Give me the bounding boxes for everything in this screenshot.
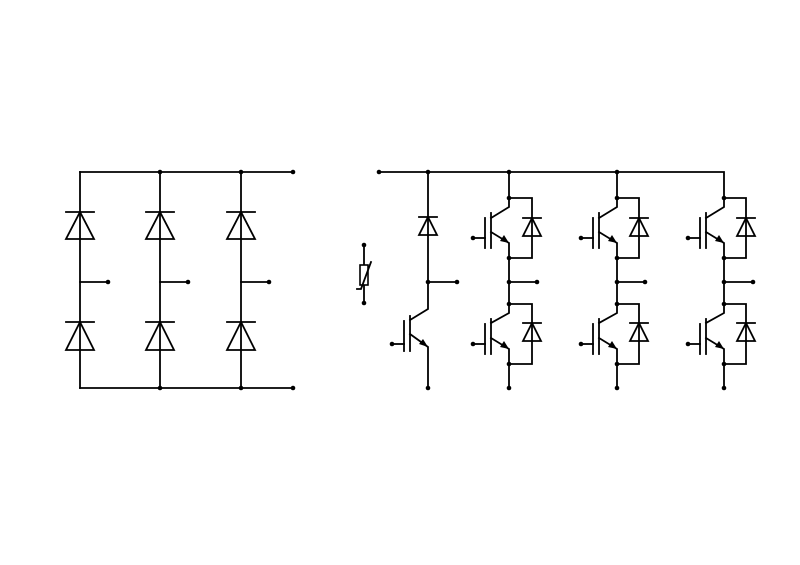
ac-input-terminal-1 <box>105 279 111 285</box>
antiparallel-diode <box>723 303 757 365</box>
ac-input-terminal-2 <box>185 279 191 285</box>
rectifier-dc-plus-terminal <box>290 169 296 175</box>
rectifier-dc-minus-terminal <box>290 385 296 391</box>
antiparallel-diode <box>616 303 650 365</box>
antiparallel-diode <box>508 303 543 365</box>
gate-terminal <box>470 235 476 241</box>
rectifier-diode-upper <box>144 210 176 240</box>
phase-output-terminal-2 <box>642 279 648 285</box>
phase-emitter-terminal-1 <box>506 385 512 391</box>
phase-emitter-terminal-2 <box>614 385 620 391</box>
ntc-terminal-1 <box>361 242 367 248</box>
brake-freewheel-diode <box>417 214 439 236</box>
ntc-thermistor <box>356 242 373 306</box>
inverter-phase-1 <box>470 169 543 391</box>
rectifier-leg-2 <box>144 169 191 391</box>
rectifier-diode-upper <box>64 210 96 240</box>
ntc-terminal-2 <box>361 300 367 306</box>
inverter-phase-2 <box>578 169 650 391</box>
igbt-lower <box>578 301 650 367</box>
phase-output-terminal-3 <box>750 279 756 285</box>
inverter-phase-3 <box>685 195 757 391</box>
gate-terminal <box>578 341 584 347</box>
brake-terminal <box>454 279 460 285</box>
rectifier-diode-lower <box>64 319 96 351</box>
gate-terminal <box>685 235 691 241</box>
antiparallel-diode <box>616 197 650 259</box>
brake-emitter-terminal <box>425 385 431 391</box>
inverter-dc-plus-terminal <box>376 169 382 175</box>
igbt-lower <box>685 301 757 367</box>
rectifier-leg-3 <box>225 169 272 391</box>
ac-input-terminal-3 <box>266 279 272 285</box>
igbt-upper <box>578 195 650 261</box>
igbt-upper <box>685 195 757 261</box>
phase-output-terminal-1 <box>534 279 540 285</box>
gate-terminal <box>470 341 476 347</box>
rectifier-diode-lower <box>144 319 176 351</box>
gate-terminal <box>578 235 584 241</box>
inverter-dc-plus-rail <box>378 171 725 199</box>
gate-terminal <box>685 341 691 347</box>
phase-emitter-terminal-3 <box>721 385 727 391</box>
igbt-upper <box>470 195 543 261</box>
brake-gate-terminal <box>389 341 395 347</box>
rectifier-leg-1 <box>64 171 111 389</box>
brake-igbt <box>389 281 431 391</box>
brake-chopper <box>389 169 460 391</box>
rectifier-bridge <box>64 169 296 391</box>
rectifier-diode-upper <box>225 210 257 240</box>
antiparallel-diode <box>723 197 757 259</box>
rectifier-diode-lower <box>225 319 257 351</box>
antiparallel-diode <box>508 197 543 259</box>
igbt-lower <box>470 301 543 367</box>
